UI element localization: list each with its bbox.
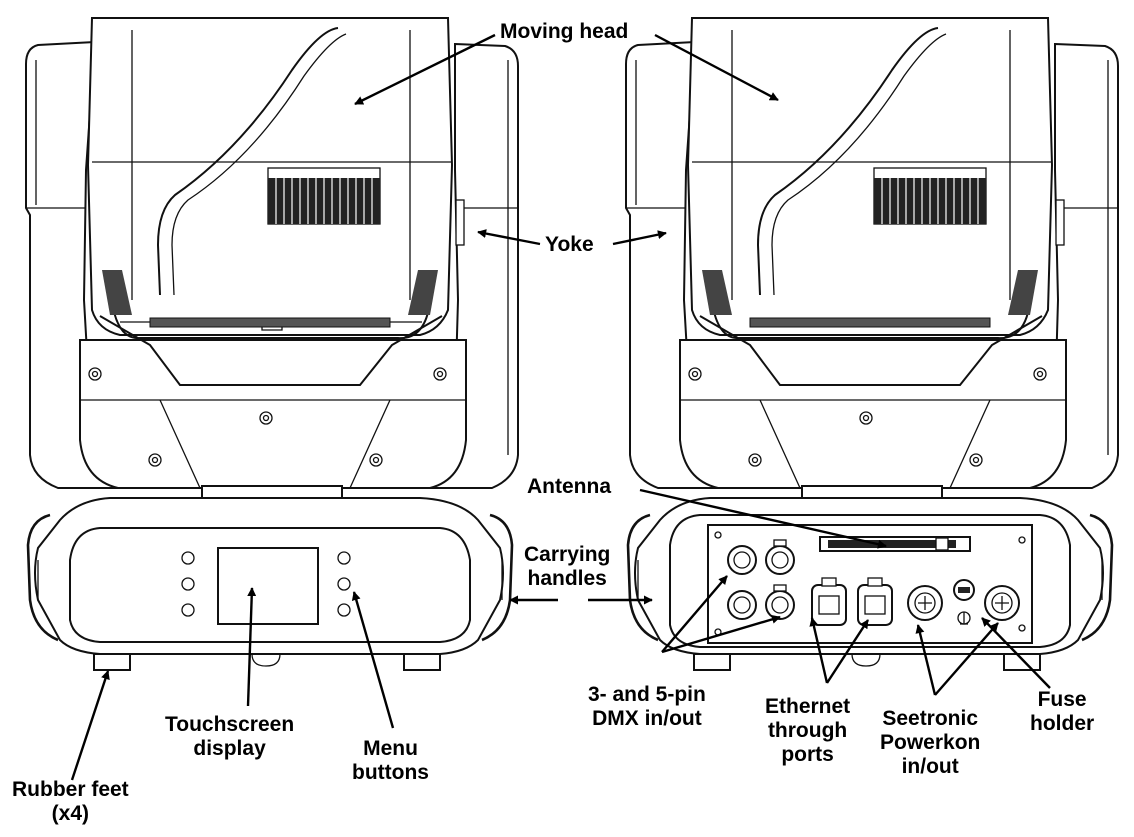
label-seetronic-powerkon: Seetronic Powerkon in/out — [880, 707, 981, 778]
fixture-front-view — [25, 17, 519, 671]
label-yoke: Yoke — [545, 233, 594, 256]
label-antenna: Antenna — [527, 475, 611, 498]
antenna — [819, 536, 971, 552]
touchscreen-display — [217, 547, 319, 625]
rubber-foot — [93, 653, 131, 671]
label-moving-head: Moving head — [500, 20, 629, 43]
dmx-connectors — [727, 539, 795, 620]
label-menu-buttons: Menu buttons — [352, 737, 429, 784]
rubber-foot — [403, 653, 441, 671]
label-ethernet-ports: Ethernet through ports — [765, 695, 851, 766]
left-vent-grid — [267, 167, 381, 225]
label-fuse-holder: Fuse holder — [1030, 688, 1095, 735]
ethernet-ports — [811, 577, 893, 626]
powerkon-connectors — [907, 585, 1020, 621]
left-yoke-body — [79, 339, 467, 489]
label-dmx-in-out: 3- and 5-pin DMX in/out — [588, 683, 706, 730]
annotation-arrows — [70, 33, 1051, 781]
label-touchscreen-display: Touchscreen display — [165, 713, 295, 760]
fuse-holder — [953, 579, 975, 625]
label-carrying-handles: Carrying handles — [524, 543, 611, 590]
right-vent-grid — [873, 167, 987, 225]
label-rubber-feet: Rubber feet (x4) — [12, 778, 129, 825]
menu-buttons-group — [181, 551, 351, 617]
fixture-rear-view — [625, 17, 1119, 671]
